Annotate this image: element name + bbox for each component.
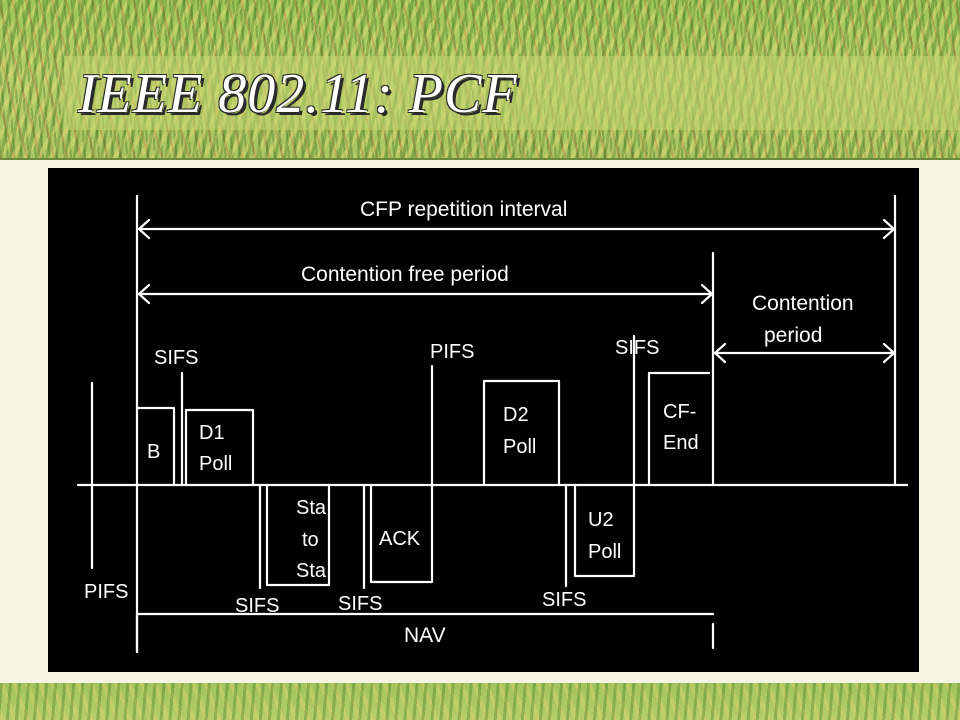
u2-poll-frame	[573, 334, 636, 578]
d2-poll-frame	[482, 379, 561, 487]
cf-end-frame	[647, 371, 711, 487]
contention-period-label-1: Contention	[752, 292, 854, 315]
d2-label-2: Poll	[503, 436, 536, 458]
u2-label-2: Poll	[588, 541, 621, 563]
sta-label-1: Sta	[296, 497, 327, 519]
sifs-label-beacon: SIFS	[154, 347, 198, 369]
arrow-head-right	[700, 283, 714, 305]
pifs-label-left: PIFS	[84, 581, 128, 603]
sifs-label-cfend: SIFS	[615, 337, 659, 359]
nav-bar	[135, 612, 715, 654]
d1-label-1: D1	[199, 422, 225, 444]
arrow-head-right	[882, 342, 896, 364]
pcf-timing-diagram: CFP repetition interval Contention free …	[48, 168, 919, 672]
title-band	[64, 56, 960, 130]
d1-poll-frame	[184, 408, 255, 487]
u2-label-1: U2	[588, 509, 614, 531]
d1-label-2: Poll	[199, 453, 232, 475]
d2-label-1: D2	[503, 404, 529, 426]
sta-label-2: to	[302, 529, 319, 551]
cfend-label-2: End	[663, 432, 699, 454]
cfp-repetition-label: CFP repetition interval	[360, 198, 567, 221]
arrow-head-left	[713, 342, 727, 364]
beacon-frame	[135, 406, 176, 487]
arrow-head-left	[137, 283, 151, 305]
nav-label: NAV	[404, 624, 446, 647]
beacon-label: B	[147, 441, 160, 463]
arrow-head-left	[137, 218, 151, 240]
sifs-label-sta: SIFS	[338, 593, 382, 615]
contention-period-label-2: period	[764, 324, 822, 347]
ack-label: ACK	[379, 528, 421, 550]
ack-frame	[369, 364, 434, 584]
sifs-label-d1: SIFS	[235, 595, 279, 617]
cfp-label: Contention free period	[301, 263, 509, 286]
arrow-head-right	[882, 218, 896, 240]
sta-to-sta-frame	[265, 483, 331, 587]
banner-divider	[0, 158, 960, 160]
pcf-timing-svg: CFP repetition interval Contention free …	[76, 194, 909, 654]
sifs-label-d2: SIFS	[542, 589, 586, 611]
pifs-label-ack: PIFS	[430, 341, 474, 363]
footer-strip	[0, 683, 960, 720]
sta-label-3: Sta	[296, 560, 327, 582]
cfend-label-1: CF-	[663, 401, 696, 423]
slide-title: IEEE 802.11: PCF	[78, 63, 518, 125]
